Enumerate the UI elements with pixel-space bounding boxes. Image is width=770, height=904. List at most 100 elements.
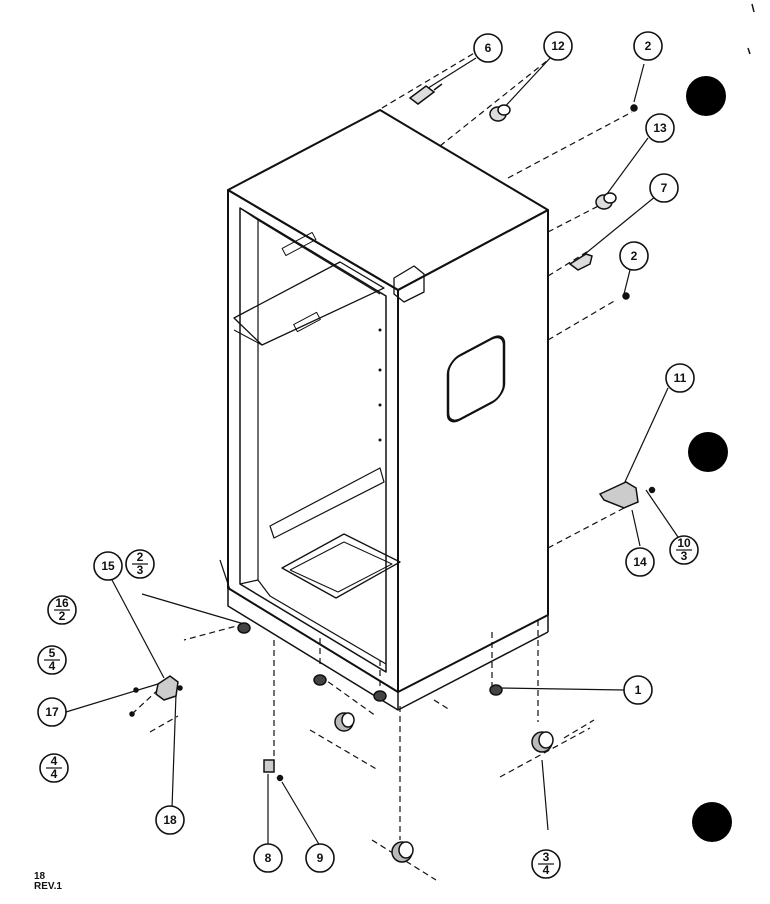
part-2-screw-mid: [622, 292, 630, 300]
callout-quantity: 3: [681, 549, 688, 563]
callout-number: 2: [645, 39, 652, 53]
part-16-screw: [133, 687, 139, 693]
crisper-pan: [281, 533, 401, 599]
binder-hole-middle: [688, 432, 728, 472]
callout-circle: [253, 843, 283, 873]
callout-number: 5: [49, 646, 56, 660]
callout-c10: 103: [669, 535, 699, 565]
binder-hole-bottom: [692, 802, 732, 842]
callout-number: 8: [265, 851, 272, 865]
callout-c5: 54: [37, 645, 67, 675]
base-right: [397, 631, 549, 711]
callout-c16: 162: [47, 595, 77, 625]
callout-circle: [619, 241, 649, 271]
callout-number: 11: [674, 371, 687, 385]
callout-circle: [625, 547, 655, 577]
part-11-bottom-hinge: [598, 481, 656, 509]
callout-number: 16: [55, 596, 69, 610]
callout-c18: 18: [155, 805, 185, 835]
lower-shelf-rail: [269, 467, 385, 539]
callout-circle: [623, 675, 653, 705]
part-3-roller-right: [531, 731, 554, 753]
callout-c14: 14: [625, 547, 655, 577]
callout-number: 18: [163, 813, 177, 827]
binder-holes: [686, 76, 732, 842]
callout-c17: 17: [37, 697, 67, 727]
callout-number: 4: [51, 754, 58, 768]
part-8-spacer: [263, 759, 275, 773]
vent-slot-1: [293, 311, 321, 333]
callout-c11: 11: [665, 363, 695, 393]
callout-number: 2: [631, 249, 638, 263]
liner-floor: [257, 579, 387, 665]
part-12-bushing: [489, 104, 511, 122]
binder-hole-top: [686, 76, 726, 116]
callout-number: 15: [101, 559, 115, 573]
callout-number: 14: [633, 555, 647, 569]
callout-quantity: 4: [51, 767, 58, 781]
callout-circle: [645, 113, 675, 143]
part-5-screw: [129, 711, 135, 717]
callout-number: 10: [677, 536, 691, 550]
callout-circle: [155, 805, 185, 835]
revision-note: 18 REV.1: [34, 872, 62, 892]
refrigerator-cabinet: [227, 109, 549, 711]
liner-screw-holes: [378, 328, 382, 442]
part-roller-bottom: [391, 841, 414, 863]
callout-quantity: 3: [137, 563, 144, 577]
edge-marks: [747, 3, 755, 55]
callout-number: 3: [543, 850, 550, 864]
part-foot-2: [373, 690, 387, 702]
callout-number: 7: [661, 181, 668, 195]
part-13-bushing: [595, 192, 617, 210]
callout-pointers: [65, 55, 681, 847]
callout-number: 9: [317, 851, 324, 865]
callout-circle: [93, 551, 123, 581]
sheet-number: 18: [34, 871, 46, 882]
part-3-leveler-left: [237, 622, 251, 634]
side-access-panel: [446, 335, 506, 423]
callout-circle: [305, 843, 335, 873]
callout-circle: [665, 363, 695, 393]
callout-quantity: 4: [49, 659, 56, 673]
revision-label: REV.1: [34, 881, 62, 892]
callout-quantity: 2: [59, 609, 66, 623]
callout-c3: 34: [531, 849, 561, 879]
callout-circle: [473, 33, 503, 63]
callout-number: 2: [137, 550, 144, 564]
part-roller-mid: [334, 712, 355, 732]
liner-top-back: [257, 219, 381, 295]
leader-lines: [131, 51, 633, 881]
top-hinge-bracket: [393, 265, 425, 303]
callout-quantity: 4: [543, 863, 550, 877]
callout-circle: [543, 31, 573, 61]
callout-number: 6: [485, 41, 492, 55]
callout-c7: 7: [649, 173, 679, 203]
liner-back-edge: [239, 207, 259, 585]
callout-c6: 6: [473, 33, 503, 63]
callout-c13: 13: [645, 113, 675, 143]
callout-c8: 8: [253, 843, 283, 873]
cabinet-base: [227, 588, 399, 711]
part-6-plug: [408, 83, 443, 105]
callout-c12: 12: [543, 31, 573, 61]
vent-slot-2: [281, 231, 317, 257]
callout-c1: 1: [623, 675, 653, 705]
callout-c2a: 2: [633, 31, 663, 61]
divider-edge: [233, 329, 263, 346]
callout-c9: 9: [305, 843, 335, 873]
part-2-screw-top: [630, 104, 638, 112]
callout-c15: 15: [93, 551, 123, 581]
part-foot-1: [313, 674, 327, 686]
cabinet-right-side: [397, 209, 549, 693]
cabinet-liner-opening: [239, 207, 387, 673]
part-15-hinge-left: [155, 675, 183, 701]
callout-number: 1: [635, 683, 642, 697]
callout-circle: [633, 31, 663, 61]
callout-circle: [649, 173, 679, 203]
callout-c2c: 23: [125, 549, 155, 579]
part-7-bracket: [568, 253, 593, 271]
cabinet-top: [227, 109, 549, 291]
callout-c2b: 2: [619, 241, 649, 271]
